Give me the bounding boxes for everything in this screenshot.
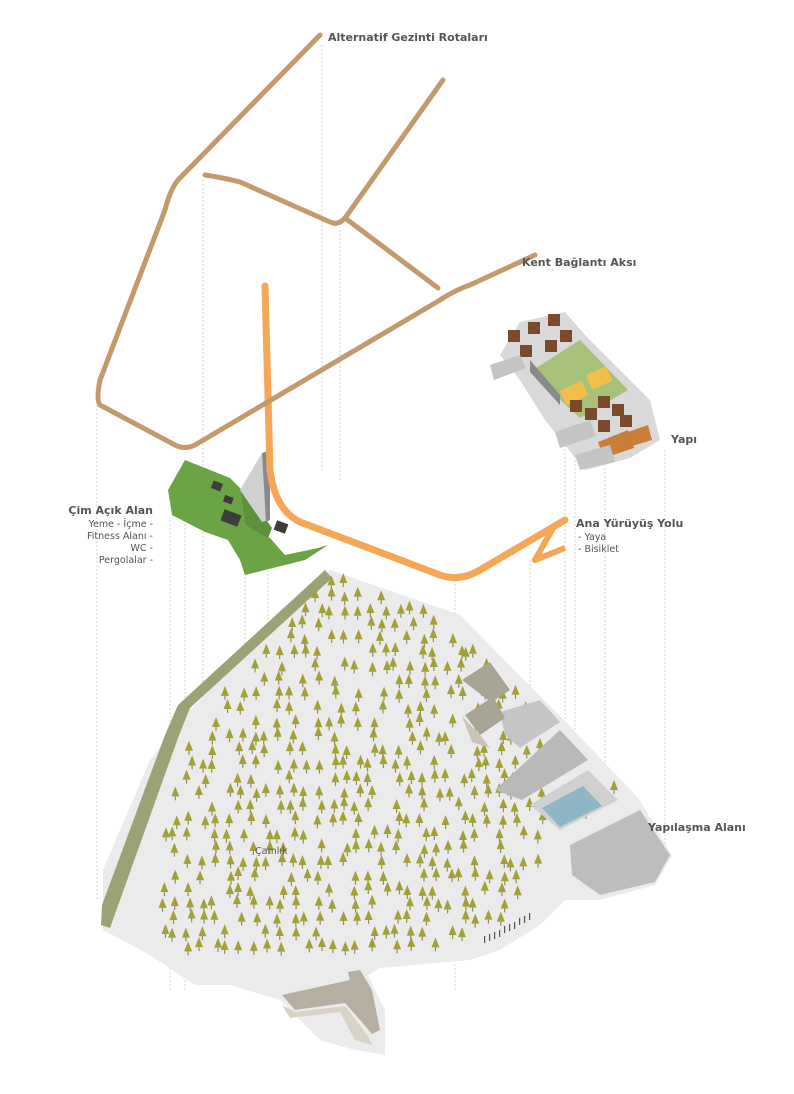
alternative-routes: [95, 32, 538, 450]
label-structure: Yapı: [670, 433, 697, 446]
label-grass: Çim Açık Alan: [68, 504, 153, 517]
label-alt-routes: Alternatif Gezinti Rotaları: [328, 31, 488, 44]
walkway-item-2: - Bisiklet: [578, 544, 619, 555]
pine-grove: [158, 573, 618, 956]
grass-item-2: Fitness Alanı -: [87, 531, 153, 542]
label-city-axis: Kent Bağlantı Aksı: [522, 256, 636, 269]
label-pine: Çamlık: [255, 846, 288, 857]
label-build-area: Yapılaşma Alanı: [647, 821, 746, 834]
main-walkway: [261, 282, 569, 582]
walkway-item-1: - Yaya: [578, 532, 606, 543]
diagram-labels: Alternatif Gezinti Rotaları Kent Bağlant…: [68, 31, 745, 857]
grass-item-3: WC -: [131, 543, 153, 554]
grass-layer: [168, 450, 328, 575]
structure-cluster: [490, 312, 660, 470]
grass-item-1: Yeme - İçme -: [87, 519, 153, 530]
grass-item-4: Pergolalar -: [99, 555, 153, 566]
label-walkway: Ana Yürüyüş Yolu: [576, 517, 683, 530]
ground-layer: [101, 570, 672, 1055]
parking-marks: [484, 913, 531, 943]
building-zone: [282, 662, 670, 1045]
walkway-branch: [532, 526, 567, 563]
